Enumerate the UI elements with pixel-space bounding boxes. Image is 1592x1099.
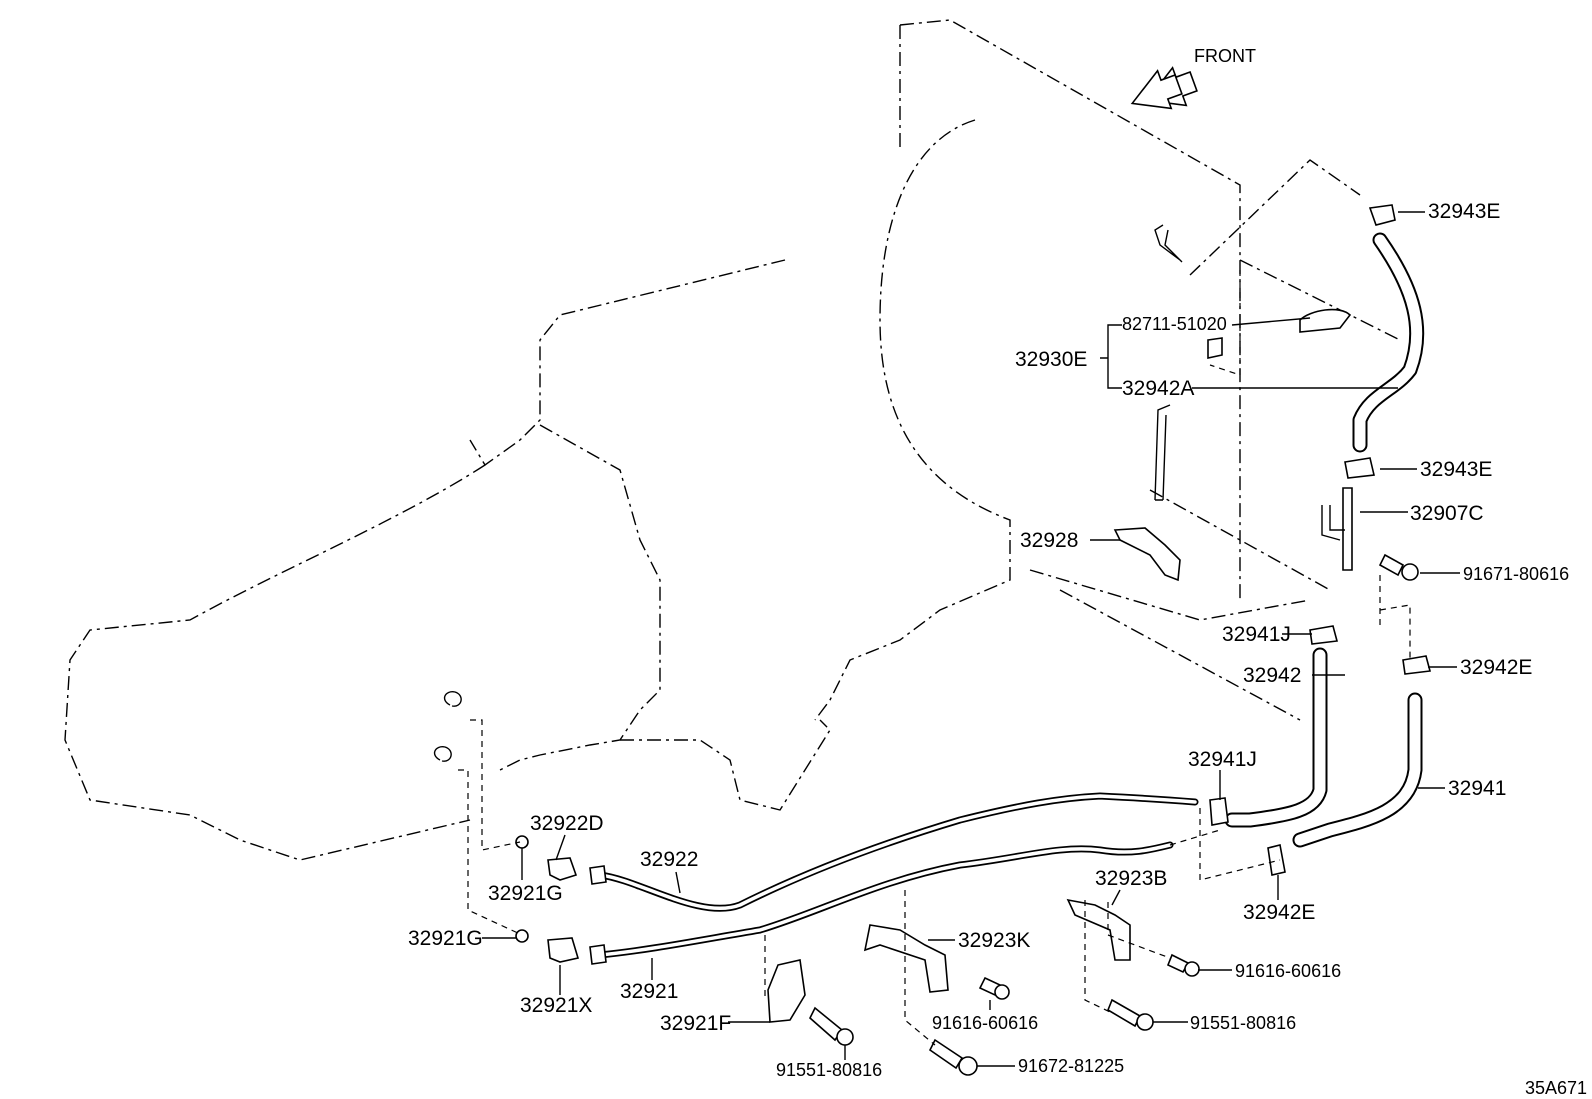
label-91616-60616-a: 91616-60616 <box>932 1013 1038 1033</box>
radiator-pipe-lower <box>1154 404 1171 501</box>
bolt-91672 <box>928 1038 978 1076</box>
label-32941: 32941 <box>1448 777 1506 800</box>
front-label: FRONT <box>1194 46 1256 66</box>
label-32943E-top: 32943E <box>1428 200 1500 223</box>
bolt-91616-a <box>978 976 1010 1000</box>
label-32921G-a: 32921G <box>488 882 563 905</box>
clamp-32943E-mid <box>1344 457 1375 479</box>
label-32907C: 32907C <box>1410 502 1484 525</box>
tube-32922 <box>596 792 1199 912</box>
clip-hook-a <box>443 691 462 707</box>
bracket-32928 <box>1113 527 1181 582</box>
leader-lines <box>482 211 1460 1067</box>
label-32942E-top: 32942E <box>1460 656 1532 679</box>
nut-32922 <box>589 865 607 885</box>
label-32921: 32921 <box>620 980 678 1003</box>
clamp-32943E-top <box>1368 204 1396 226</box>
front-arrow-icon <box>1130 66 1198 110</box>
label-32921G-b: 32921G <box>408 927 483 950</box>
clamp-32941J-low <box>1209 797 1229 826</box>
label-32923K: 32923K <box>958 929 1030 952</box>
part-labels: 32943E 82711-51020 32930E 32942A 32943E … <box>408 200 1569 1080</box>
hose-32942A <box>1352 232 1425 453</box>
label-32941J-top: 32941J <box>1222 623 1291 646</box>
bolt-91551-a <box>809 1006 854 1046</box>
bracket-32923B <box>1066 898 1131 961</box>
clip-hook-b <box>433 746 452 762</box>
label-32922: 32922 <box>640 848 698 871</box>
label-32941J-low: 32941J <box>1188 748 1257 771</box>
label-32942: 32942 <box>1243 664 1301 687</box>
label-32928: 32928 <box>1020 529 1078 552</box>
diagram-id: 35A671 <box>1525 1078 1587 1098</box>
bracket-32921F <box>767 959 806 1023</box>
bolt-91616-b <box>1166 953 1200 977</box>
label-91672-81225: 91672-81225 <box>1018 1056 1124 1076</box>
tube-32921 <box>596 841 1174 959</box>
label-91671-80616: 91671-80616 <box>1463 564 1569 584</box>
hose-32942 <box>1224 647 1328 828</box>
label-91551-80816-a: 91551-80816 <box>776 1060 882 1080</box>
label-32923B: 32923B <box>1095 867 1167 890</box>
clamp-32941J-top <box>1309 625 1339 645</box>
label-91616-60616-b: 91616-60616 <box>1235 961 1341 981</box>
reference-lines <box>458 575 1411 1046</box>
bracket-32923K <box>863 924 949 993</box>
radiator-pipe-upper <box>1154 224 1183 263</box>
label-32930E: 32930E <box>1015 348 1087 371</box>
union-32921X <box>547 937 580 963</box>
bolt-91551-b <box>1107 998 1154 1031</box>
label-32943E-mid: 32943E <box>1420 458 1492 481</box>
label-32922D: 32922D <box>530 812 604 835</box>
label-32942E-low: 32942E <box>1243 901 1315 924</box>
hose-32941 <box>1292 692 1423 848</box>
transmission-outline <box>64 19 1401 861</box>
label-32942A: 32942A <box>1122 377 1194 400</box>
label-91551-80816-b: 91551-80816 <box>1190 1013 1296 1033</box>
nut-32921 <box>589 944 607 965</box>
bolt-91671 <box>1378 553 1419 581</box>
label-32921F: 32921F <box>660 1012 731 1035</box>
union-32922D <box>547 857 578 881</box>
pipe-32907C <box>1321 487 1353 571</box>
clamp-32942E-low <box>1267 844 1286 876</box>
label-82711-51020: 82711-51020 <box>1122 314 1227 334</box>
clamp-32942E-top <box>1402 655 1432 675</box>
gasket-32921G-b <box>515 929 529 943</box>
bracket-82711 <box>1207 308 1352 359</box>
label-32921X: 32921X <box>520 994 592 1017</box>
